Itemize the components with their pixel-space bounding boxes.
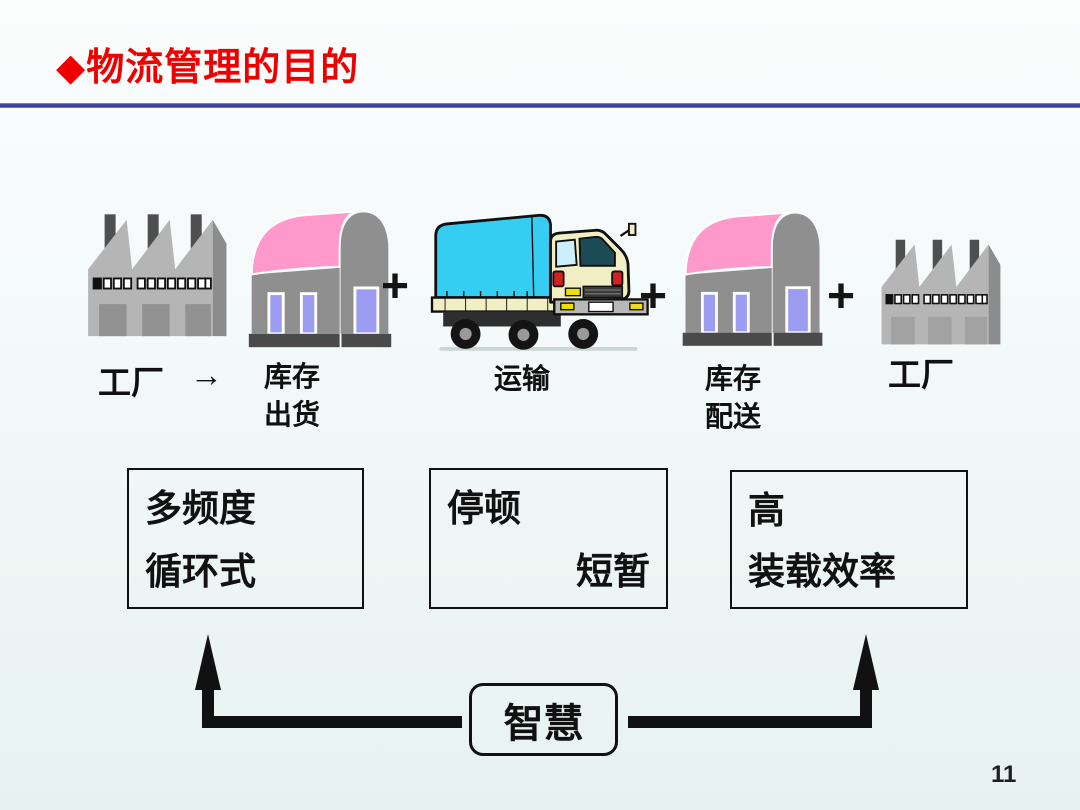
warehouse-shipping-label: 库存 出货 bbox=[264, 358, 320, 434]
load-box-line1: 高 bbox=[748, 490, 785, 531]
frequency-box-line1: 多频度 bbox=[145, 488, 256, 529]
truck-label: 运输 bbox=[494, 363, 551, 394]
wisdom-connector-arrows bbox=[195, 634, 879, 728]
factory-icon bbox=[881, 239, 1001, 345]
title-divider bbox=[0, 103, 1080, 108]
factory-right-label: 工厂 bbox=[888, 356, 954, 393]
warehouse-icon bbox=[682, 211, 823, 346]
warehouse-distribution-label-line2: 配送 bbox=[705, 401, 762, 432]
right-arrow-icon: → bbox=[190, 356, 223, 393]
stop-box-line1: 停顿 bbox=[447, 488, 521, 529]
warehouse-distribution-label: 库存 配送 bbox=[705, 360, 761, 436]
factory-icon bbox=[88, 214, 227, 337]
warehouse-shipping-label-line1: 库存 bbox=[264, 361, 321, 392]
truck-icon bbox=[430, 213, 649, 351]
load-box-line2: 装载效率 bbox=[748, 551, 896, 592]
stop-box: 停顿 短暂 bbox=[429, 468, 668, 609]
plus-icon: + bbox=[827, 270, 856, 323]
wisdom-label: 智慧 bbox=[503, 701, 584, 746]
page-title: ◆物流管理的目的 bbox=[56, 47, 360, 89]
load-box: 高 装载效率 bbox=[730, 470, 968, 609]
warehouse-icon bbox=[248, 210, 392, 348]
page-number: 11 bbox=[991, 761, 1017, 788]
wisdom-box: 智慧 bbox=[469, 683, 618, 756]
frequency-box-line2: 循环式 bbox=[145, 551, 256, 592]
warehouse-distribution-label-line1: 库存 bbox=[705, 363, 762, 394]
warehouse-shipping-label-line2: 出货 bbox=[264, 399, 321, 430]
factory-left-label: 工厂 bbox=[98, 364, 164, 401]
frequency-box: 多频度 循环式 bbox=[127, 468, 364, 609]
stop-box-line2: 短暂 bbox=[576, 551, 650, 592]
plus-icon: + bbox=[381, 260, 410, 313]
plus-icon: + bbox=[639, 270, 668, 323]
